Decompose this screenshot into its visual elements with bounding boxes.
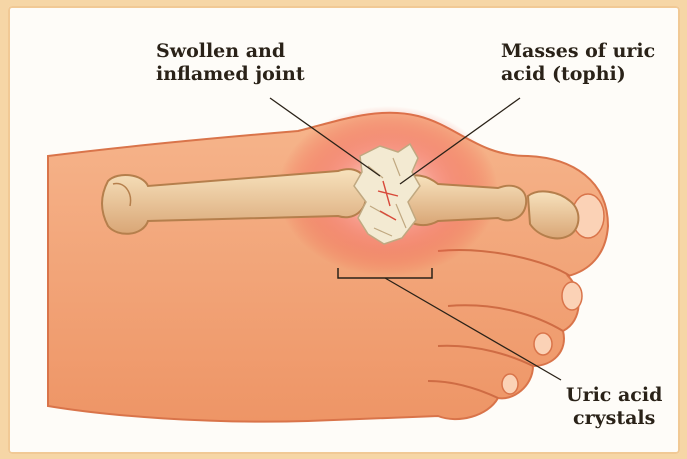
toenail xyxy=(562,282,582,310)
label-tophi-line2: acid (tophi) xyxy=(501,63,655,86)
label-swollen-joint-line1: Swollen and xyxy=(156,40,305,63)
label-crystals-line1: Uric acid xyxy=(566,384,662,407)
label-tophi-line1: Masses of uric xyxy=(501,40,655,63)
toenail xyxy=(502,374,518,394)
toenail xyxy=(534,333,552,355)
label-crystals-line2: crystals xyxy=(566,407,662,430)
label-crystals: Uric acid crystals xyxy=(566,384,662,430)
label-swollen-joint-line2: inflamed joint xyxy=(156,63,305,86)
figure-panel: Swollen and inflamed joint Masses of uri… xyxy=(8,6,680,454)
label-tophi: Masses of uric acid (tophi) xyxy=(501,40,655,86)
label-swollen-joint: Swollen and inflamed joint xyxy=(156,40,305,86)
